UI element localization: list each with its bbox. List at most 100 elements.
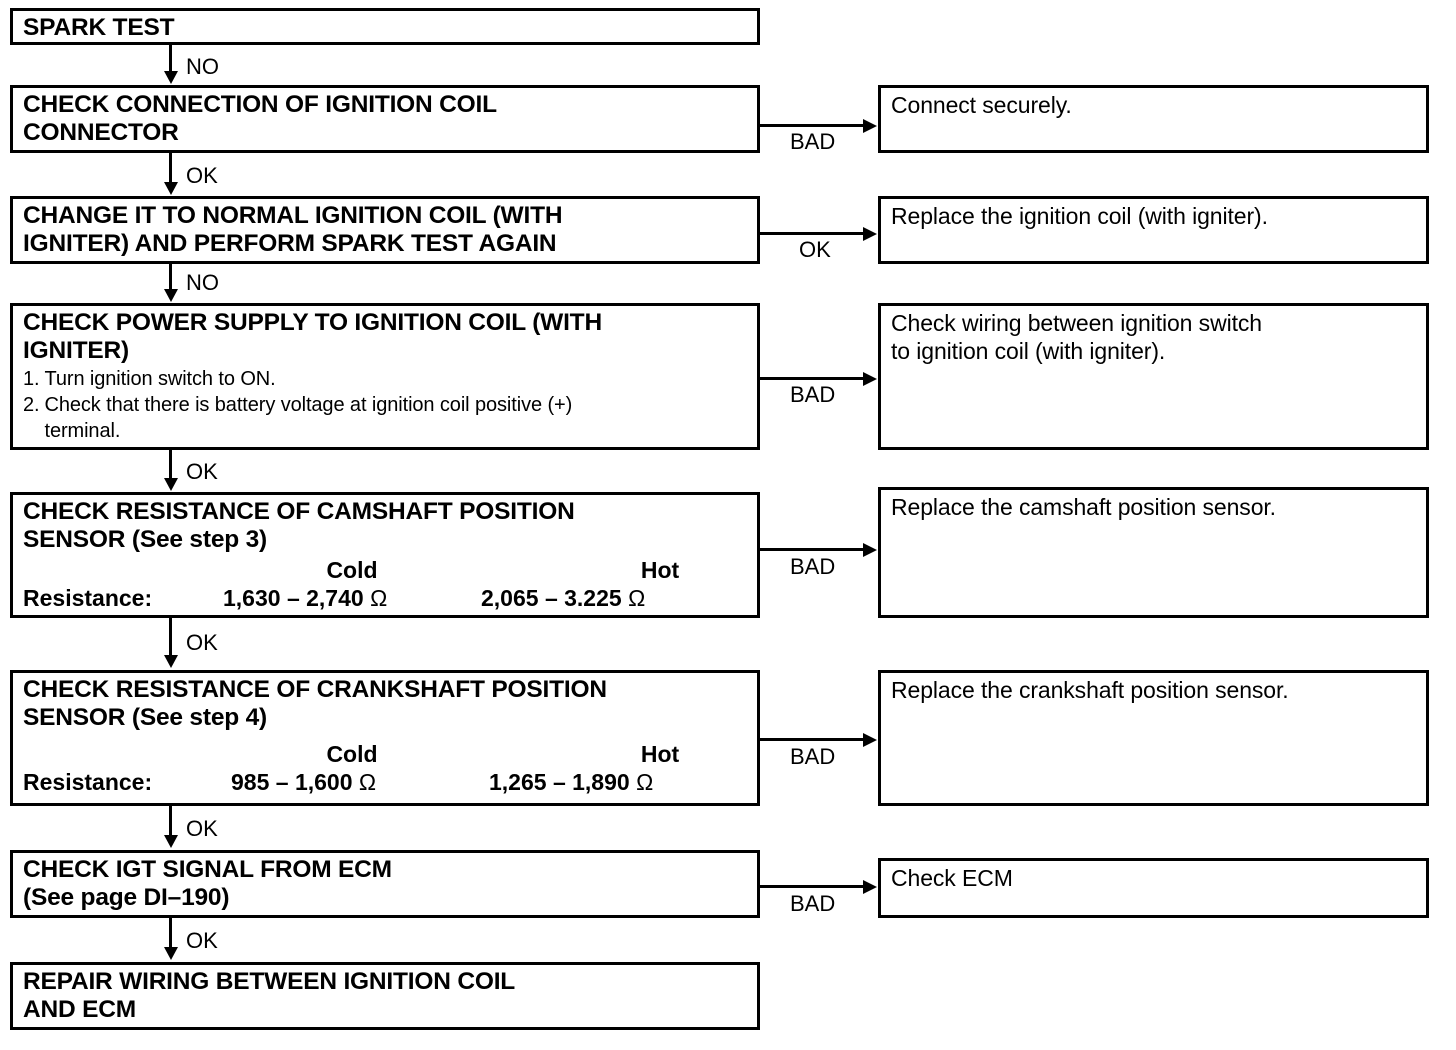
ohm-symbol: Ω — [358, 769, 377, 795]
spec-header-hot: Hot — [640, 557, 680, 583]
arrow-down-icon — [163, 71, 178, 84]
list-item-text: Turn ignition switch to ON. — [44, 368, 276, 390]
outcome-box-replace-ignition-coil[interactable]: Replace the ignition coil (with igniter)… — [878, 196, 1429, 264]
arrow-right-icon — [863, 542, 877, 557]
edge-label-ok-3: OK — [186, 630, 218, 655]
connector-line-horizontal — [760, 377, 864, 380]
spec-header-cold: Cold — [326, 557, 378, 583]
resistance-spec-table: Cold Hot Resistance: 985 – 1,600 Ω 1,265… — [23, 740, 749, 796]
box-title: CHECK IGT SIGNAL FROM ECM (See page DI–1… — [23, 856, 392, 911]
outcome-text: Check wiring between ignition switch to … — [891, 310, 1262, 364]
spec-value-hot-number: 2,065 – 3.225 — [481, 585, 622, 611]
process-box-check-igt-signal[interactable]: CHECK IGT SIGNAL FROM ECM (See page DI–1… — [10, 850, 760, 918]
arrow-down-icon — [163, 835, 178, 848]
process-box-check-crankshaft-sensor[interactable]: CHECK RESISTANCE OF CRANKSHAFT POSITION … — [10, 670, 760, 806]
connector-line-horizontal — [760, 885, 864, 888]
box-title: REPAIR WIRING BETWEEN IGNITION COIL AND … — [23, 968, 516, 1023]
spec-value-row: Resistance: 1,630 – 2,740 Ω 2,065 – 3.22… — [23, 584, 749, 612]
ohm-symbol: Ω — [628, 585, 646, 611]
box-title: CHECK RESISTANCE OF CRANKSHAFT POSITION … — [23, 676, 607, 731]
spec-value-cold: 985 – 1,600 Ω — [223, 768, 489, 796]
outcome-text: Replace the camshaft position sensor. — [891, 494, 1276, 520]
outcome-box-replace-camshaft-sensor[interactable]: Replace the camshaft position sensor. — [878, 487, 1429, 618]
arrow-down-icon — [163, 478, 178, 491]
list-item: 2. Check that there is battery voltage a… — [23, 392, 749, 444]
outcome-box-replace-crankshaft-sensor[interactable]: Replace the crankshaft position sensor. — [878, 670, 1429, 806]
arrow-down-icon — [163, 289, 178, 302]
edge-label-bad-1: BAD — [790, 129, 836, 154]
connector-line-vertical — [169, 450, 172, 478]
process-box-spark-test[interactable]: SPARK TEST — [10, 8, 760, 45]
edge-label-ok-2: OK — [186, 459, 218, 484]
ohm-symbol: Ω — [636, 769, 654, 795]
outcome-text: Replace the crankshaft position sensor. — [891, 677, 1289, 703]
edge-label-ok-6: OK — [799, 237, 831, 262]
spec-header-row: Cold Hot — [23, 556, 749, 584]
arrow-down-icon — [163, 182, 178, 195]
connector-line-horizontal — [760, 738, 864, 741]
process-box-change-coil[interactable]: CHANGE IT TO NORMAL IGNITION COIL (WITH … — [10, 196, 760, 264]
arrow-right-icon — [863, 879, 877, 894]
connector-line-horizontal — [760, 548, 864, 551]
edge-label-ok-4: OK — [186, 816, 218, 841]
process-box-check-power-supply[interactable]: CHECK POWER SUPPLY TO IGNITION COIL (WIT… — [10, 303, 760, 450]
connector-line-horizontal — [760, 124, 864, 127]
edge-label-ok-1: OK — [186, 163, 218, 188]
connector-line-vertical — [169, 918, 172, 948]
step-list: 1. Turn ignition switch to ON. 2. Check … — [23, 366, 749, 444]
spec-header-hot: Hot — [640, 741, 680, 767]
spec-header-cold: Cold — [326, 741, 378, 767]
box-title: CHECK RESISTANCE OF CAMSHAFT POSITION SE… — [23, 498, 575, 553]
edge-label-no-1: NO — [186, 54, 219, 79]
outcome-box-check-ecm[interactable]: Check ECM — [878, 858, 1429, 918]
process-box-check-connection[interactable]: CHECK CONNECTION OF IGNITION COIL CONNEC… — [10, 85, 760, 153]
box-title: CHANGE IT TO NORMAL IGNITION COIL (WITH … — [23, 202, 563, 257]
spec-header-row: Cold Hot — [23, 740, 749, 768]
arrow-right-icon — [863, 226, 877, 241]
connector-line-vertical — [169, 618, 172, 656]
edge-label-bad-5: BAD — [790, 891, 836, 916]
resistance-spec-table: Cold Hot Resistance: 1,630 – 2,740 Ω 2,0… — [23, 556, 749, 612]
process-box-check-camshaft-sensor[interactable]: CHECK RESISTANCE OF CAMSHAFT POSITION SE… — [10, 492, 760, 618]
spec-value-cold-number: 985 – 1,600 — [231, 769, 353, 795]
edge-label-bad-4: BAD — [790, 744, 836, 769]
spec-value-hot: 2,065 – 3.225 Ω — [481, 584, 731, 612]
connector-line-vertical — [169, 264, 172, 290]
connector-line-horizontal — [760, 232, 864, 235]
ohm-symbol: Ω — [370, 585, 388, 611]
outcome-text: Check ECM — [891, 865, 1013, 891]
process-box-repair-wiring[interactable]: REPAIR WIRING BETWEEN IGNITION COIL AND … — [10, 962, 760, 1030]
outcome-box-connect-securely[interactable]: Connect securely. — [878, 85, 1429, 153]
outcome-text: Replace the ignition coil (with igniter)… — [891, 203, 1268, 229]
spec-corner-cell — [23, 556, 223, 584]
outcome-text: Connect securely. — [891, 92, 1072, 118]
list-item-number: 1. — [23, 368, 40, 390]
edge-label-bad-2: BAD — [790, 382, 836, 407]
spec-value-hot: 1,265 – 1,890 Ω — [489, 768, 739, 796]
list-item-number: 2. — [23, 394, 40, 416]
box-title: CHECK POWER SUPPLY TO IGNITION COIL (WIT… — [23, 309, 602, 364]
spec-value-row: Resistance: 985 – 1,600 Ω 1,265 – 1,890 … — [23, 768, 749, 796]
edge-label-no-2: NO — [186, 270, 219, 295]
list-item: 1. Turn ignition switch to ON. — [23, 366, 749, 392]
arrow-right-icon — [863, 118, 877, 133]
spec-corner-cell — [23, 740, 223, 768]
arrow-right-icon — [863, 732, 877, 747]
arrow-down-icon — [163, 947, 178, 960]
connector-line-vertical — [169, 153, 172, 183]
list-item-text: Check that there is battery voltage at i… — [44, 394, 573, 442]
edge-label-ok-5: OK — [186, 928, 218, 953]
spec-row-label: Resistance: — [23, 585, 153, 611]
box-title: SPARK TEST — [23, 14, 175, 41]
spec-row-label: Resistance: — [23, 769, 153, 795]
outcome-box-check-wiring[interactable]: Check wiring between ignition switch to … — [878, 303, 1429, 450]
edge-label-bad-3: BAD — [790, 554, 836, 579]
arrow-down-icon — [163, 655, 178, 668]
arrow-right-icon — [863, 371, 877, 386]
spec-value-cold: 1,630 – 2,740 Ω — [223, 584, 481, 612]
connector-line-vertical — [169, 806, 172, 836]
box-title: CHECK CONNECTION OF IGNITION COIL CONNEC… — [23, 91, 497, 146]
spec-value-cold-number: 1,630 – 2,740 — [223, 585, 364, 611]
connector-line-vertical — [169, 45, 172, 73]
